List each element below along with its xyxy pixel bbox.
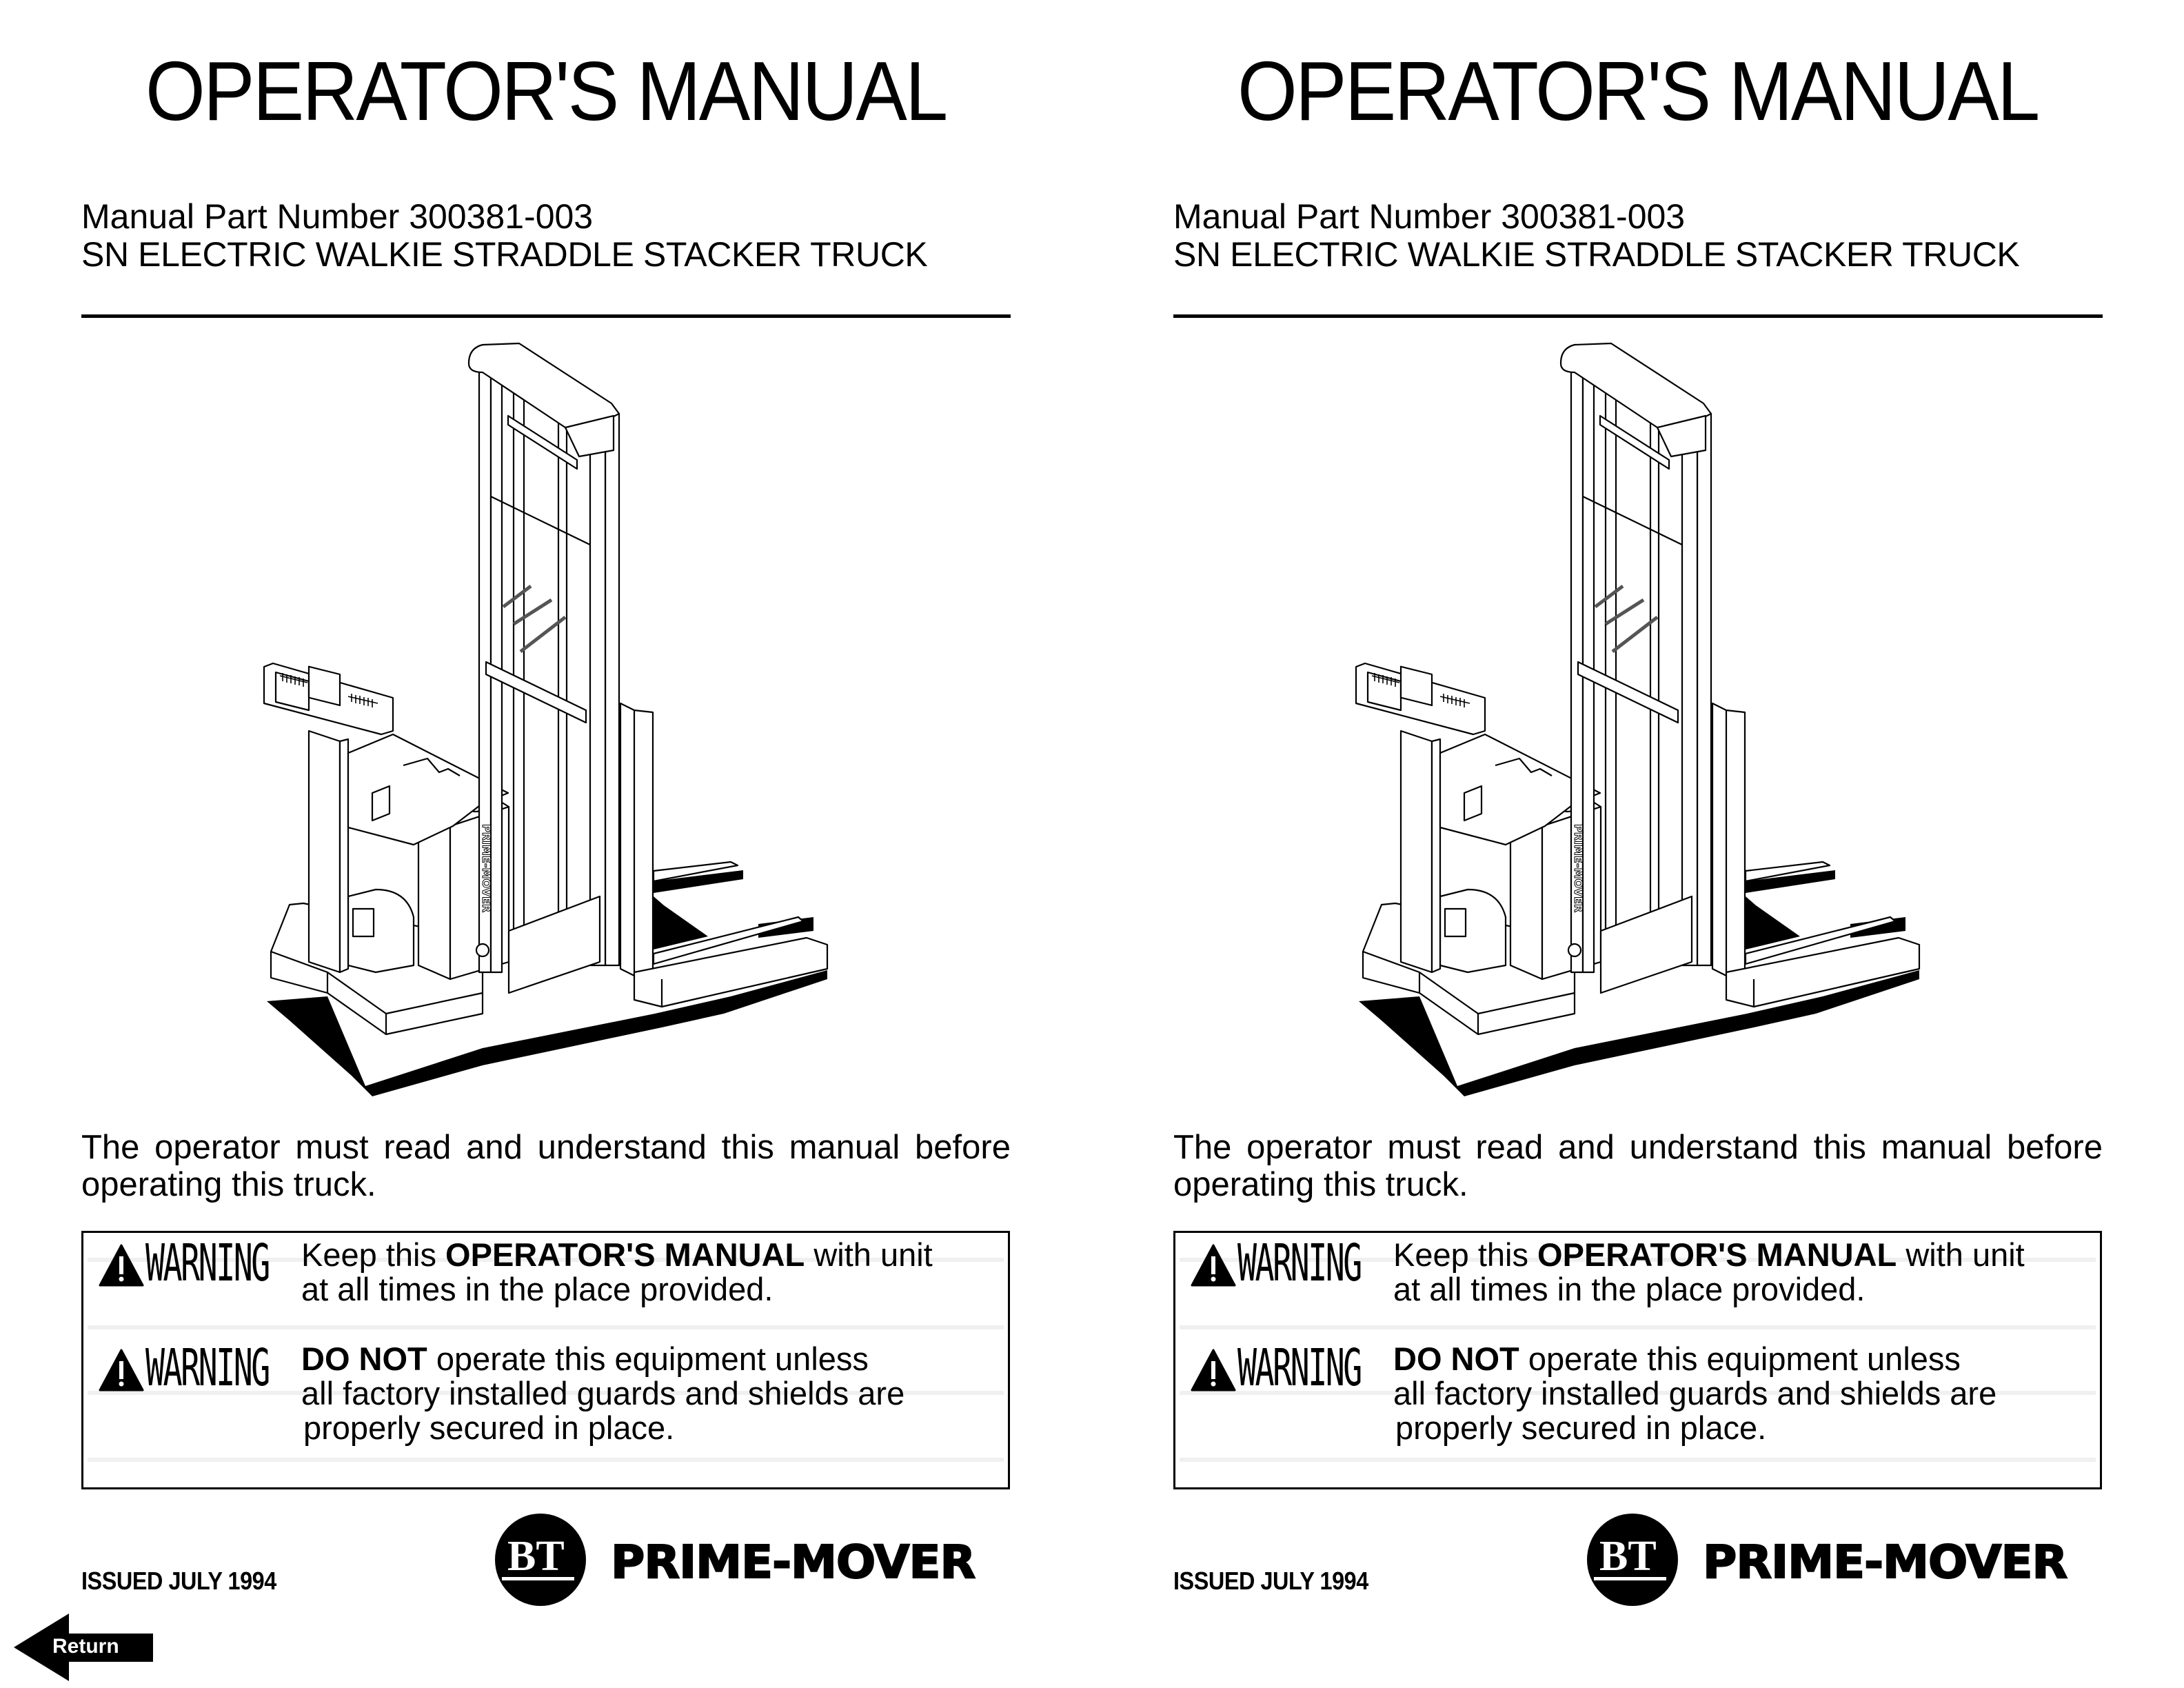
fork-lower (652, 916, 805, 965)
box-band (88, 1391, 1004, 1395)
product-name: SN ELECTRIC WALKIE STRADDLE STACKER TRUC… (1173, 235, 2020, 274)
warning-text-line: DO NOT operate this equipment unless (301, 1340, 869, 1377)
box-band (1180, 1258, 2096, 1262)
fork-lower (1744, 916, 1897, 965)
page-title-text: OPERATOR'S MANUAL (1237, 44, 2040, 138)
manual-page-left: OPERATOR'S MANUAL Manual Part Number 300… (81, 43, 1011, 1606)
console (347, 733, 509, 846)
warning-box: WARNING Keep this OPERATOR'S MANUAL with… (1173, 1231, 2102, 1489)
warning-triangle-icon (1191, 1244, 1236, 1287)
bt-logo-icon: BT (1587, 1514, 1678, 1606)
warning-triangle-icon (1191, 1349, 1236, 1391)
warning-text-line: Keep this OPERATOR'S MANUAL with unit (301, 1236, 933, 1273)
warning-text-line: all factory installed guards and shields… (1393, 1375, 1997, 1411)
brand-name: PRIME-MOVER (610, 1535, 976, 1589)
intro-paragraph: The operator must read and understand th… (81, 1129, 1011, 1203)
part-number: Manual Part Number 300381-003 (81, 197, 594, 236)
stacker-truck-illustration: PRIME-MOVER (263, 342, 829, 1096)
box-band (1180, 1391, 2096, 1395)
page-title: OPERATOR'S MANUAL (81, 43, 1011, 139)
warning-text-line: at all times in the place provided. (1393, 1271, 1866, 1307)
svg-text:BT: BT (1599, 1533, 1657, 1580)
page-title: OPERATOR'S MANUAL (1173, 43, 2103, 139)
mast-top-cap (1559, 342, 1712, 429)
warning-text-line: Keep this OPERATOR'S MANUAL with unit (1393, 1236, 2025, 1273)
warning-label: WARNING (1237, 1234, 1362, 1293)
warning-label: WARNING (145, 1234, 270, 1293)
warning-box: WARNING Keep this OPERATOR'S MANUAL with… (81, 1231, 1010, 1489)
fork-upright (1711, 702, 1746, 977)
issue-date: ISSUED JULY 1994 (1173, 1567, 1368, 1595)
box-band (88, 1258, 1004, 1262)
warning-label: WARNING (1237, 1338, 1362, 1398)
warning-label: WARNING (145, 1338, 270, 1398)
steering-column (1399, 730, 1433, 974)
box-band (1180, 1325, 2096, 1329)
warning-text-line: all factory installed guards and shields… (301, 1375, 905, 1411)
warning-triangle-icon (99, 1244, 144, 1287)
warning-text-line: DO NOT operate this equipment unless (1393, 1340, 1961, 1377)
warning-badge: WARNING (99, 1340, 278, 1396)
fork-carriage-bar (1577, 661, 1679, 724)
box-band (88, 1325, 1004, 1329)
warning-text-line: properly secured in place. (1395, 1409, 1767, 1446)
return-label: Return (52, 1635, 119, 1658)
divider-rule (1173, 314, 2103, 318)
intro-paragraph: The operator must read and understand th… (1173, 1129, 2103, 1203)
box-band (88, 1458, 1004, 1462)
console (1439, 733, 1601, 846)
part-number: Manual Part Number 300381-003 (1173, 197, 1686, 236)
warning-badge: WARNING (1191, 1236, 1370, 1291)
issue-date: ISSUED JULY 1994 (81, 1567, 276, 1595)
warning-text-line: at all times in the place provided. (301, 1271, 774, 1307)
outrigger (633, 936, 829, 1008)
page-title-text: OPERATOR'S MANUAL (145, 44, 948, 138)
left-arrow-icon (14, 1614, 153, 1681)
mast-right-upright (604, 412, 620, 967)
warning-badge: WARNING (99, 1236, 278, 1291)
fork-upper (1744, 861, 1831, 883)
fork-upright (619, 702, 654, 977)
svg-text:PRIME-MOVER: PRIME-MOVER (480, 824, 493, 912)
fork-carriage-bar (485, 661, 587, 724)
mast-top-cap (467, 342, 620, 429)
manual-page-right: OPERATOR'S MANUAL Manual Part Number 300… (1092, 0, 2184, 1688)
stacker-truck-illustration: PRIME-MOVER (1355, 342, 1921, 1096)
return-button[interactable]: Return (10, 1611, 156, 1684)
brand-name: PRIME-MOVER (1702, 1535, 2068, 1589)
steering-column (307, 730, 341, 974)
warning-text-line: properly secured in place. (303, 1409, 675, 1446)
warning-badge: WARNING (1191, 1340, 1370, 1396)
svg-text:BT: BT (507, 1533, 565, 1580)
svg-text:PRIME-MOVER: PRIME-MOVER (1572, 824, 1585, 912)
fork-upper (652, 861, 739, 883)
bt-logo-icon: BT (495, 1514, 586, 1606)
box-band (1180, 1458, 2096, 1462)
product-name: SN ELECTRIC WALKIE STRADDLE STACKER TRUC… (81, 235, 928, 274)
mast-right-upright (1696, 412, 1712, 967)
warning-triangle-icon (99, 1349, 144, 1391)
divider-rule (81, 314, 1011, 318)
outrigger (1725, 936, 1921, 1008)
